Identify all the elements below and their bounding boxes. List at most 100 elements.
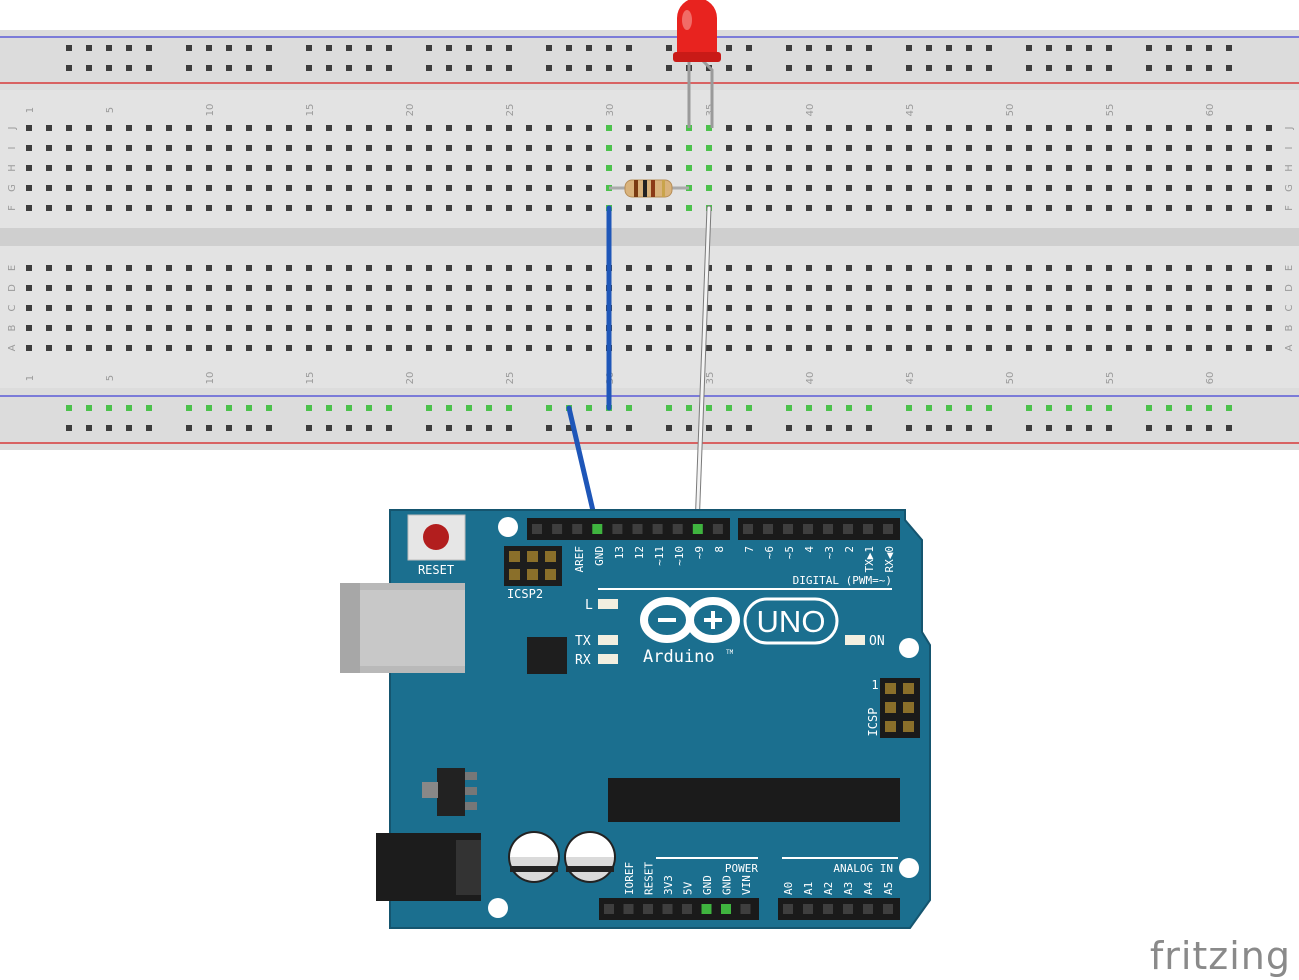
breadboard-hole bbox=[626, 305, 632, 311]
breadboard-hole bbox=[206, 285, 212, 291]
breadboard-hole bbox=[786, 145, 792, 151]
rail-hole bbox=[546, 45, 552, 51]
breadboard-hole bbox=[566, 285, 572, 291]
breadboard-hole bbox=[686, 265, 692, 271]
breadboard-hole bbox=[286, 305, 292, 311]
breadboard-hole bbox=[146, 285, 152, 291]
breadboard-hole bbox=[326, 285, 332, 291]
breadboard-hole bbox=[266, 145, 272, 151]
row-label: F bbox=[1284, 205, 1295, 211]
breadboard-hole bbox=[866, 325, 872, 331]
breadboard-hole bbox=[226, 165, 232, 171]
breadboard-hole bbox=[386, 145, 392, 151]
breadboard-hole bbox=[1006, 165, 1012, 171]
breadboard-hole bbox=[446, 345, 452, 351]
rail-hole bbox=[326, 45, 332, 51]
header-pin bbox=[682, 904, 692, 914]
breadboard-hole bbox=[1066, 165, 1072, 171]
breadboard-hole bbox=[406, 285, 412, 291]
breadboard-hole bbox=[426, 285, 432, 291]
breadboard-hole bbox=[966, 325, 972, 331]
breadboard-hole bbox=[166, 305, 172, 311]
rail-hole bbox=[846, 425, 852, 431]
breadboard-hole bbox=[766, 345, 772, 351]
rail-hole bbox=[506, 65, 512, 71]
breadboard-hole bbox=[626, 165, 632, 171]
breadboard-hole bbox=[526, 125, 532, 131]
breadboard-hole bbox=[1186, 305, 1192, 311]
breadboard-hole bbox=[866, 345, 872, 351]
breadboard-hole bbox=[526, 165, 532, 171]
breadboard-hole bbox=[806, 145, 812, 151]
breadboard-hole bbox=[1266, 345, 1272, 351]
breadboard-hole bbox=[1106, 145, 1112, 151]
breadboard-hole bbox=[1146, 345, 1152, 351]
breadboard-hole bbox=[706, 125, 712, 131]
breadboard-hole bbox=[166, 345, 172, 351]
row-label: J bbox=[7, 127, 18, 131]
breadboard-hole bbox=[546, 165, 552, 171]
breadboard-hole bbox=[1006, 145, 1012, 151]
breadboard-hole bbox=[826, 165, 832, 171]
rail-hole bbox=[486, 405, 492, 411]
breadboard-hole bbox=[946, 305, 952, 311]
header-pin bbox=[803, 524, 813, 534]
rail-hole bbox=[126, 45, 132, 51]
rail-hole bbox=[506, 45, 512, 51]
breadboard-hole bbox=[146, 265, 152, 271]
pin-label: A3 bbox=[842, 882, 855, 895]
breadboard-hole bbox=[166, 165, 172, 171]
breadboard-hole bbox=[226, 285, 232, 291]
breadboard-hole bbox=[26, 305, 32, 311]
breadboard-hole bbox=[666, 345, 672, 351]
rail-hole bbox=[206, 425, 212, 431]
breadboard-hole bbox=[346, 345, 352, 351]
breadboard-hole bbox=[906, 185, 912, 191]
column-number-label: 60 bbox=[1205, 104, 1216, 117]
breadboard-hole bbox=[966, 145, 972, 151]
breadboard: 1155101015152020252530303535404045455050… bbox=[0, 30, 1299, 450]
row-label: H bbox=[1284, 164, 1295, 172]
breadboard-hole bbox=[486, 305, 492, 311]
breadboard-hole bbox=[1066, 325, 1072, 331]
breadboard-hole bbox=[206, 325, 212, 331]
breadboard-hole bbox=[906, 165, 912, 171]
breadboard-hole bbox=[846, 265, 852, 271]
breadboard-hole bbox=[546, 285, 552, 291]
rail-hole bbox=[106, 65, 112, 71]
pin-label: 3V3 bbox=[662, 875, 675, 895]
atmega-chip bbox=[608, 778, 900, 822]
column-number-label: 55 bbox=[1105, 372, 1116, 385]
pin-label: 4 bbox=[803, 546, 816, 553]
breadboard-hole bbox=[606, 145, 612, 151]
breadboard-hole bbox=[546, 325, 552, 331]
breadboard-hole bbox=[346, 325, 352, 331]
rail-hole bbox=[546, 425, 552, 431]
breadboard-hole bbox=[266, 205, 272, 211]
breadboard-hole bbox=[1166, 345, 1172, 351]
breadboard-hole bbox=[1126, 285, 1132, 291]
breadboard-hole bbox=[886, 305, 892, 311]
breadboard-hole bbox=[946, 185, 952, 191]
breadboard-hole bbox=[946, 285, 952, 291]
pin-label: ~10 bbox=[673, 546, 686, 566]
breadboard-hole bbox=[246, 345, 252, 351]
rail-hole bbox=[806, 45, 812, 51]
breadboard-hole bbox=[326, 145, 332, 151]
breadboard-hole bbox=[966, 125, 972, 131]
breadboard-hole bbox=[966, 165, 972, 171]
breadboard-hole bbox=[646, 285, 652, 291]
rail-hole bbox=[1086, 425, 1092, 431]
rail-hole bbox=[586, 405, 592, 411]
breadboard-hole bbox=[706, 185, 712, 191]
pin-label: TX▶1 bbox=[863, 546, 876, 573]
breadboard-hole bbox=[386, 265, 392, 271]
rail-hole bbox=[266, 405, 272, 411]
breadboard-hole bbox=[866, 125, 872, 131]
rail-hole bbox=[446, 65, 452, 71]
breadboard-hole bbox=[1186, 325, 1192, 331]
breadboard-hole bbox=[806, 345, 812, 351]
rail-hole bbox=[186, 65, 192, 71]
column-number-label: 10 bbox=[205, 104, 216, 117]
breadboard-hole bbox=[546, 265, 552, 271]
